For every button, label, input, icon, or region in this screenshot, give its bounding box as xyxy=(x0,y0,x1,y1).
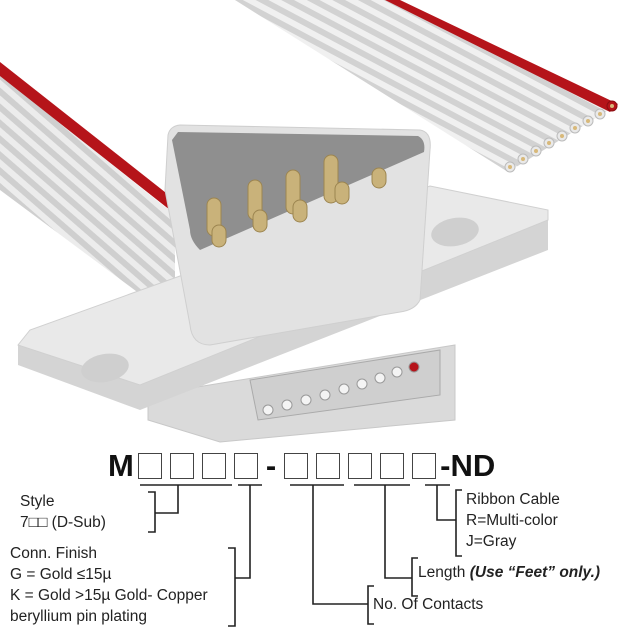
finish-option-k-cont: beryllium pin plating xyxy=(10,608,147,625)
finish-option-k: K = Gold >15µ Gold- Copper xyxy=(10,587,208,604)
code-box xyxy=(348,453,373,479)
length-title: Length xyxy=(418,564,466,581)
ribbon-option-j: J=Gray xyxy=(466,533,517,550)
ribbon-label: Ribbon Cable R=Multi-color J=Gray xyxy=(466,489,560,552)
ribbon-cable-right xyxy=(235,0,618,173)
style-option: 7□□ (D-Sub) xyxy=(20,514,106,531)
style-label: Style 7□□ (D-Sub) xyxy=(20,491,106,533)
contacts-label: No. Of Contacts xyxy=(373,596,484,613)
ribbon-option-r: R=Multi-color xyxy=(466,512,558,529)
mounting-hole-left xyxy=(81,353,129,383)
finish-label: Conn. Finish G = Gold ≤15µ K = Gold >15µ… xyxy=(10,543,208,627)
code-box xyxy=(412,453,437,479)
ribbon-title: Ribbon Cable xyxy=(466,491,560,508)
callout-lines xyxy=(140,484,462,627)
ribbon-cable-left xyxy=(0,62,175,320)
finish-title: Conn. Finish xyxy=(10,545,98,562)
connector-body xyxy=(147,344,456,443)
code-box xyxy=(284,453,309,479)
part-number-template: M - -ND xyxy=(108,448,495,484)
contact-pins xyxy=(206,154,387,248)
length-label: Length (Use “Feet” only.) xyxy=(418,562,600,583)
d-sub-shell xyxy=(164,124,431,346)
code-box xyxy=(169,453,194,479)
length-note: (Use “Feet” only.) xyxy=(469,564,601,581)
code-box xyxy=(380,453,405,479)
code-box xyxy=(201,453,226,479)
part-suffix: -ND xyxy=(440,448,496,483)
code-box xyxy=(233,453,258,479)
code-box xyxy=(316,453,341,479)
style-title: Style xyxy=(20,493,55,510)
finish-option-g: G = Gold ≤15µ xyxy=(10,566,112,583)
mounting-hole-right xyxy=(431,217,479,247)
pin-holes xyxy=(262,361,420,416)
part-prefix: M xyxy=(108,448,134,483)
part-separator: - xyxy=(265,448,277,483)
code-box xyxy=(137,453,162,479)
